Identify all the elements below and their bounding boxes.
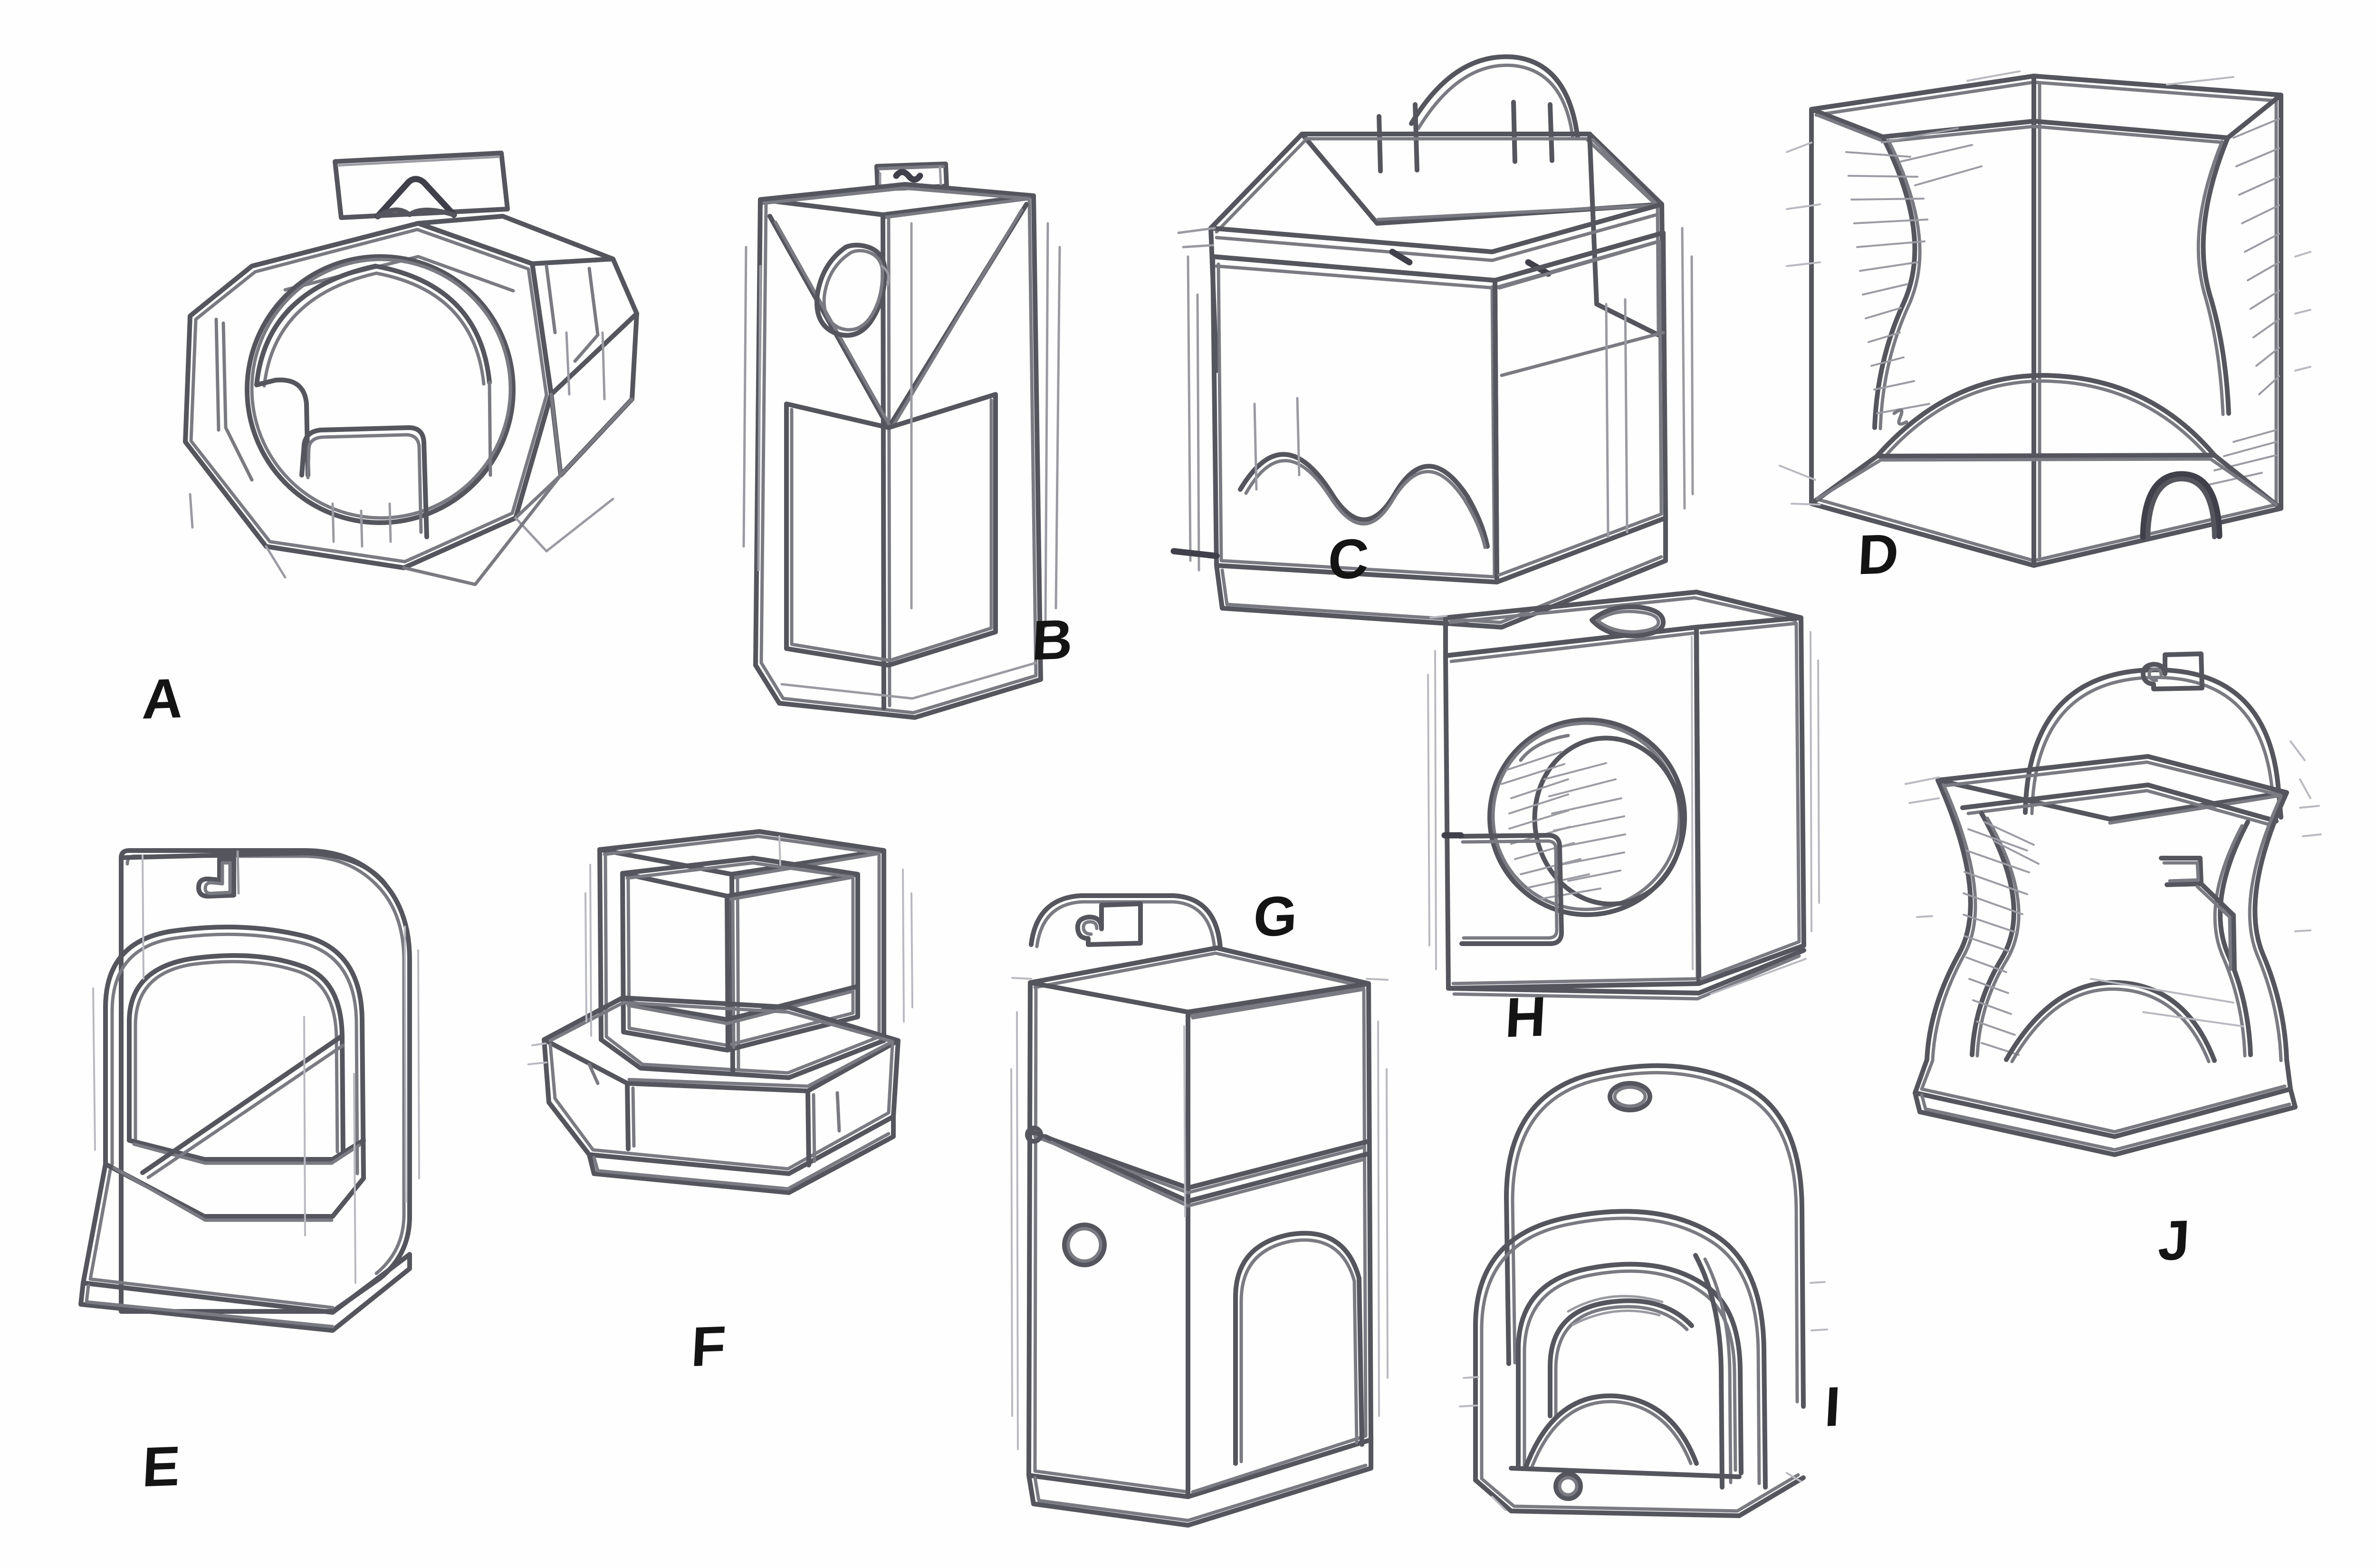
sketch-f-display-box-tray-base bbox=[527, 829, 913, 1195]
sketch-a-octagonal-box bbox=[183, 151, 639, 586]
sketch-label-i: I bbox=[1823, 1375, 1842, 1439]
sketch-g-tall-box-fold-flap bbox=[1010, 893, 1389, 1528]
sketch-j-hourglass-dome-lid bbox=[1905, 651, 2322, 1157]
sketch-label-c: C bbox=[1326, 527, 1370, 592]
sketch-label-g: G bbox=[1252, 884, 1299, 949]
sketch-label-e: E bbox=[141, 1434, 182, 1499]
sketch-label-b: B bbox=[1030, 608, 1074, 672]
sketch-label-h: H bbox=[1504, 985, 1548, 1050]
sketch-e-arch-opening-box bbox=[78, 848, 420, 1333]
sketch-d-cube-hourglass-insert bbox=[1779, 70, 2311, 568]
sketch-label-a: A bbox=[141, 667, 185, 731]
sketch-c-house-box-handle bbox=[1170, 54, 1694, 630]
sketch-label-f: F bbox=[690, 1314, 728, 1379]
sketch-b-tall-carton bbox=[742, 162, 1061, 720]
sketch-h-flat-box-round-port bbox=[1427, 590, 1820, 1001]
sketch-label-j: J bbox=[2156, 1208, 2192, 1273]
sketch-label-d: D bbox=[1856, 522, 1900, 587]
sketch-i-dome-arch-container bbox=[1459, 1063, 1828, 1518]
